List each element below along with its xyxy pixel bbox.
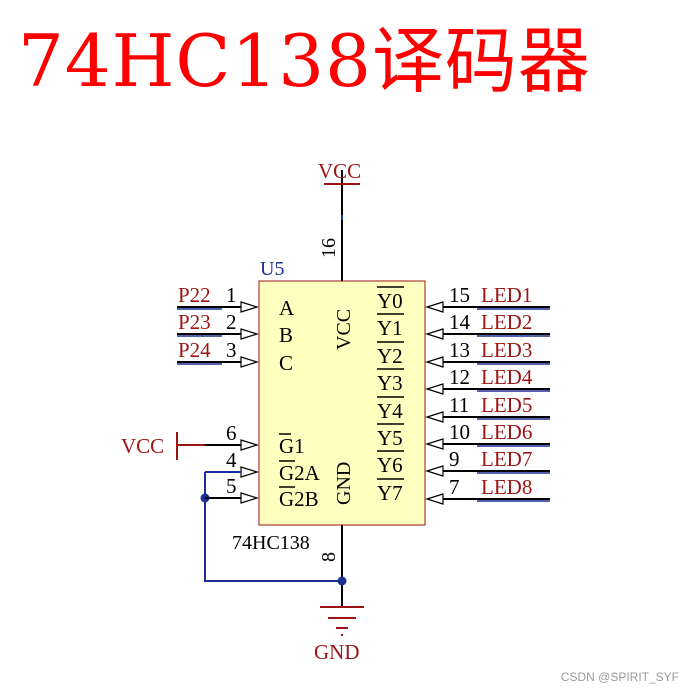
pin-label-gnd: GND	[333, 462, 355, 505]
output-arrow-icon	[424, 383, 444, 395]
input-pins: P22 1A P23 2B P24 3C	[177, 283, 295, 375]
input-pin-a: P22 1A	[177, 283, 295, 320]
output-arrow-icon	[424, 493, 444, 505]
watermark: CSDN @SPIRIT_SYF	[560, 670, 679, 684]
output-pin-y4: Y4 11 LED5	[377, 393, 550, 423]
pin-number: 13	[449, 338, 470, 362]
net-label-led4: LED4	[481, 365, 533, 389]
net-label-led2: LED2	[481, 310, 532, 334]
output-pin-y0: Y0 15 LED1	[377, 283, 550, 313]
output-arrow-icon	[424, 438, 444, 450]
pin-number: 3	[226, 338, 237, 362]
pin-number: 11	[449, 393, 469, 417]
enable-pin-0: 6G1	[205, 421, 305, 458]
chip-designator: U5	[260, 258, 284, 280]
input-arrow-icon	[240, 328, 260, 340]
pin-number-vcc: 16	[318, 238, 340, 258]
pin-label-g1: G1	[279, 434, 305, 458]
chip-part-number: 74HC138	[232, 532, 310, 554]
pin-label-y3: Y3	[377, 371, 403, 395]
gnd-port: GND 8 GND	[314, 462, 364, 664]
pin-label-b: B	[279, 323, 293, 347]
pin-number: 15	[449, 283, 470, 307]
output-arrow-icon	[424, 465, 444, 477]
net-label-led6: LED6	[481, 420, 532, 444]
net-label-led8: LED8	[481, 475, 532, 499]
input-pin-b: P23 2B	[177, 310, 293, 347]
input-arrow-icon	[240, 466, 260, 478]
gnd-label: GND	[314, 640, 360, 664]
vcc-g1-port: VCC	[121, 432, 205, 460]
net-label-led7: LED7	[481, 447, 532, 471]
pin-number: 9	[449, 447, 460, 471]
input-pin-c: P24 3C	[177, 338, 293, 375]
output-pin-y6: Y6 9 LED7	[377, 447, 550, 477]
output-pin-y7: Y7 7 LED8	[377, 475, 550, 505]
pin-label-a: A	[279, 296, 295, 320]
pin-number: 2	[226, 310, 237, 334]
input-arrow-icon	[240, 356, 260, 368]
input-arrow-icon	[240, 439, 260, 451]
pin-number: 10	[449, 420, 470, 444]
vcc-top-label: VCC	[318, 159, 361, 183]
pin-number: 12	[449, 365, 470, 389]
pin-label-vcc: VCC	[333, 309, 355, 350]
pin-number: 5	[226, 474, 237, 498]
output-pin-y2: Y2 13 LED3	[377, 338, 550, 368]
output-pin-y3: Y3 12 LED4	[377, 365, 550, 395]
pin-number: 4	[226, 448, 237, 472]
pin-label-c: C	[279, 351, 293, 375]
net-label-p22: P22	[178, 283, 211, 307]
input-arrow-icon	[240, 301, 260, 313]
net-label-led3: LED3	[481, 338, 532, 362]
pin-label-y2: Y2	[377, 344, 403, 368]
input-arrow-icon	[240, 492, 260, 504]
pin-label-y1: Y1	[377, 316, 403, 340]
output-arrow-icon	[424, 301, 444, 313]
net-label-led5: LED5	[481, 393, 532, 417]
pin-label-y6: Y6	[377, 453, 403, 477]
pin-label-g2a: G2A	[279, 461, 321, 485]
net-label-p24: P24	[178, 338, 211, 362]
page-title: 74HC138译码器	[18, 19, 591, 103]
chip-body	[258, 280, 426, 526]
pin-number: 1	[226, 283, 237, 307]
net-label-p23: P23	[178, 310, 211, 334]
net-label-led1: LED1	[481, 283, 532, 307]
pin-label-y0: Y0	[377, 289, 403, 313]
output-pin-y1: Y1 14 LED2	[377, 310, 550, 340]
output-pin-y5: Y5 10 LED6	[377, 420, 550, 450]
pin-number: 6	[226, 421, 237, 445]
pin-label-g2b: G2B	[279, 487, 319, 511]
pin-number-gnd: 8	[318, 552, 340, 562]
vcc-top-port: VCC 16 VCC	[318, 159, 361, 350]
pin-number: 7	[449, 475, 460, 499]
vcc-g1-label: VCC	[121, 434, 164, 458]
pin-label-y7: Y7	[377, 481, 403, 505]
output-arrow-icon	[424, 328, 444, 340]
pin-label-y5: Y5	[377, 426, 403, 450]
output-arrow-icon	[424, 411, 444, 423]
output-arrow-icon	[424, 356, 444, 368]
pin-label-y4: Y4	[377, 399, 403, 423]
junction-dot	[337, 576, 347, 586]
pin-number: 14	[449, 310, 471, 334]
